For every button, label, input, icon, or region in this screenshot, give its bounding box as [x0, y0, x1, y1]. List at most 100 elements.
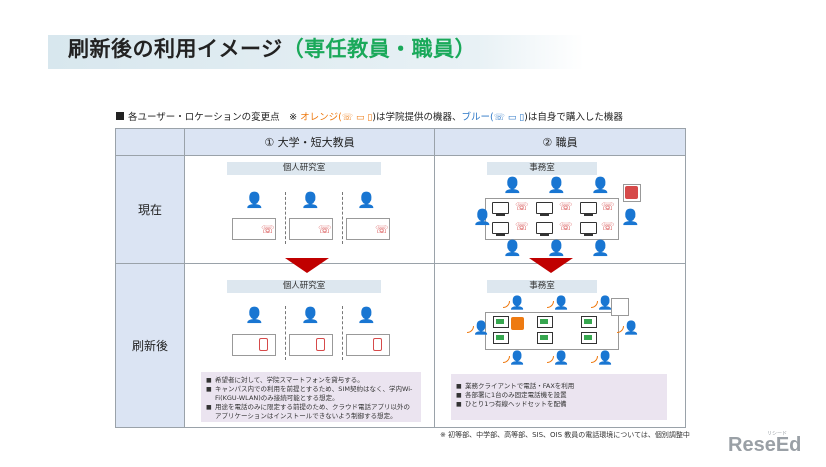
- desk-phone-icon: ☏: [559, 200, 573, 213]
- desk-phone-icon: ☏: [318, 223, 332, 236]
- row-label-current: 現在: [115, 155, 185, 264]
- person-icon: 👤: [357, 191, 376, 209]
- row-label-after: 刷新後: [115, 263, 185, 428]
- table-row-current: 現在 個人研究室 👤 👤 👤 ☏ ☏ ☏ 事務室 👤 👤 👤: [115, 155, 686, 264]
- desk-phone-icon: ☏: [601, 220, 615, 233]
- partition-divider: [342, 192, 343, 244]
- legend: 各ユーザー・ロケーションの変更点 ※ オレンジ(☏ ▭ ▯)は学院提供の機器、ブ…: [116, 109, 623, 123]
- partition-divider: [285, 306, 286, 360]
- person-icon: 👤: [301, 191, 320, 209]
- room-banner-staff: 事務室: [487, 280, 597, 293]
- cell-current-staff: 事務室 👤 👤 👤 ☏ ☏ ☏ ☏ ☏ ☏ 👤 👤 👤 👤 👤: [434, 155, 686, 264]
- column-header-staff: ② 職員: [434, 128, 686, 156]
- pc-icon: [536, 222, 553, 236]
- person-icon: 👤: [245, 191, 264, 209]
- note-item: 用途を電話のみに限定する前提のため、クラウド電話アプリ以外のアプリケーションはイ…: [206, 403, 415, 421]
- resed-logo: ReseEd: [728, 434, 802, 456]
- desk-phone-icon: ☏: [261, 223, 275, 236]
- legend-orange-device-icons: ☏ ▭ ▯: [341, 113, 373, 123]
- down-arrow-icon: [285, 258, 329, 273]
- cell-after-teacher: 個人研究室 👤 👤 👤 希望者に対して、学院スマートフォンを貸与する。 キャンパ…: [184, 258, 435, 428]
- title-bar-background: [48, 35, 584, 69]
- pc-icon: [492, 222, 509, 236]
- slide-title-main: 刷新後の利用イメージ: [68, 37, 283, 61]
- pc-softphone-icon: [581, 316, 597, 328]
- table-row-after: 刷新後 個人研究室 👤 👤 👤 希望者に対して、学院スマートフォンを貸与する。 …: [115, 258, 686, 428]
- cell-current-teacher: 個人研究室 👤 👤 👤 ☏ ☏ ☏: [184, 155, 435, 264]
- desk-phone-icon: ☏: [601, 200, 615, 213]
- smartphone-icon: [316, 338, 325, 351]
- desk-phone-icon: ☏: [515, 200, 529, 213]
- person-icon: 👤: [245, 306, 264, 324]
- headset-person-icon: 👤: [502, 296, 526, 311]
- pc-icon: [580, 202, 597, 216]
- desk-phone-icon: ☏: [559, 220, 573, 233]
- smartphone-icon: [373, 338, 382, 351]
- legend-blue-label: ブルー(: [461, 112, 494, 123]
- pc-softphone-icon: [493, 316, 509, 328]
- down-arrow-icon: [529, 258, 573, 273]
- desk: [346, 334, 390, 356]
- pc-softphone-icon: [537, 332, 553, 344]
- legend-orange-label: オレンジ(: [300, 112, 342, 123]
- person-icon: 👤: [473, 208, 492, 226]
- cell-after-staff: 事務室 👤 👤 👤 👤 👤 👤 👤 👤 業務クライアントで電話・FAXを利用 各…: [434, 258, 686, 428]
- note-item: キャンパス内での利用を前提とするため、SIM契約はなく、学内Wi-Fi(KGU-…: [206, 385, 415, 403]
- table-header-row: ① 大学・短大教員 ② 職員: [115, 128, 686, 156]
- headset-person-icon: 👤: [546, 296, 570, 311]
- desk: [289, 218, 333, 240]
- person-icon: 👤: [591, 176, 610, 194]
- headset-person-icon: 👤: [466, 321, 490, 336]
- pc-icon: [492, 202, 509, 216]
- note-item: 各部署に1台のみ固定電話機を設置: [456, 391, 661, 400]
- legend-middle: )は学院提供の機器、: [372, 112, 462, 123]
- slide-title-sub: （専任教員・職員）: [282, 37, 477, 61]
- slide-title: 刷新後の利用イメージ（専任教員・職員）: [68, 33, 476, 63]
- pc-softphone-icon: [493, 332, 509, 344]
- pc-softphone-icon: [537, 316, 553, 328]
- desk: [232, 334, 276, 356]
- footnote: ※ 初等部、中学部、高等部、SIS、OIS 教員の電話環境については、個別調整中: [440, 431, 690, 439]
- person-icon: 👤: [621, 208, 640, 226]
- room-banner-teacher: 個人研究室: [227, 280, 381, 293]
- room-banner-teacher: 個人研究室: [227, 162, 381, 175]
- person-icon: 👤: [503, 239, 522, 257]
- legend-bullet-icon: [116, 112, 124, 120]
- headset-person-icon: 👤: [616, 321, 640, 336]
- note-item: ひとり1つ有線ヘッドセットを配備: [456, 400, 661, 409]
- note-item: 希望者に対して、学院スマートフォンを貸与する。: [206, 376, 415, 385]
- note-item: 業務クライアントで電話・FAXを利用: [456, 382, 661, 391]
- desk-phone-icon: ☏: [375, 223, 389, 236]
- legend-prefix: 各ユーザー・ロケーションの変更点 ※: [128, 112, 298, 123]
- pc-icon: [536, 202, 553, 216]
- person-icon: 👤: [591, 239, 610, 257]
- resed-logo-sub: リシード: [767, 431, 788, 437]
- desk: [346, 218, 390, 240]
- notes-teacher: 希望者に対して、学院スマートフォンを貸与する。 キャンパス内での利用を前提とする…: [201, 372, 421, 422]
- fax-icon: [625, 186, 638, 199]
- headset-person-icon: 👤: [502, 351, 526, 366]
- pc-icon: [580, 222, 597, 236]
- partition-divider: [285, 192, 286, 244]
- notes-staff: 業務クライアントで電話・FAXを利用 各部署に1台のみ固定電話機を設置 ひとり1…: [451, 374, 667, 420]
- pc-softphone-icon: [581, 332, 597, 344]
- partition-divider: [342, 306, 343, 360]
- comparison-table: ① 大学・短大教員 ② 職員 現在 個人研究室 👤 👤 👤 ☏ ☏ ☏ 事務室 …: [115, 128, 686, 428]
- person-icon: 👤: [357, 306, 376, 324]
- desk: [232, 218, 276, 240]
- room-banner-staff: 事務室: [487, 162, 597, 175]
- headset-person-icon: 👤: [590, 351, 614, 366]
- desk-phone-icon: ☏: [515, 220, 529, 233]
- table-corner: [115, 128, 185, 156]
- legend-suffix: )は自身で購入した機器: [524, 112, 623, 123]
- legend-blue-device-icons: ☏ ▭ ▯: [493, 113, 525, 123]
- removed-fax-slot: [611, 298, 629, 316]
- person-icon: 👤: [301, 306, 320, 324]
- person-icon: 👤: [547, 239, 566, 257]
- person-icon: 👤: [503, 176, 522, 194]
- column-header-teacher: ① 大学・短大教員: [184, 128, 435, 156]
- desk: [289, 334, 333, 356]
- headset-person-icon: 👤: [546, 351, 570, 366]
- smartphone-icon: [259, 338, 268, 351]
- shared-desk-phone-icon: [511, 317, 524, 330]
